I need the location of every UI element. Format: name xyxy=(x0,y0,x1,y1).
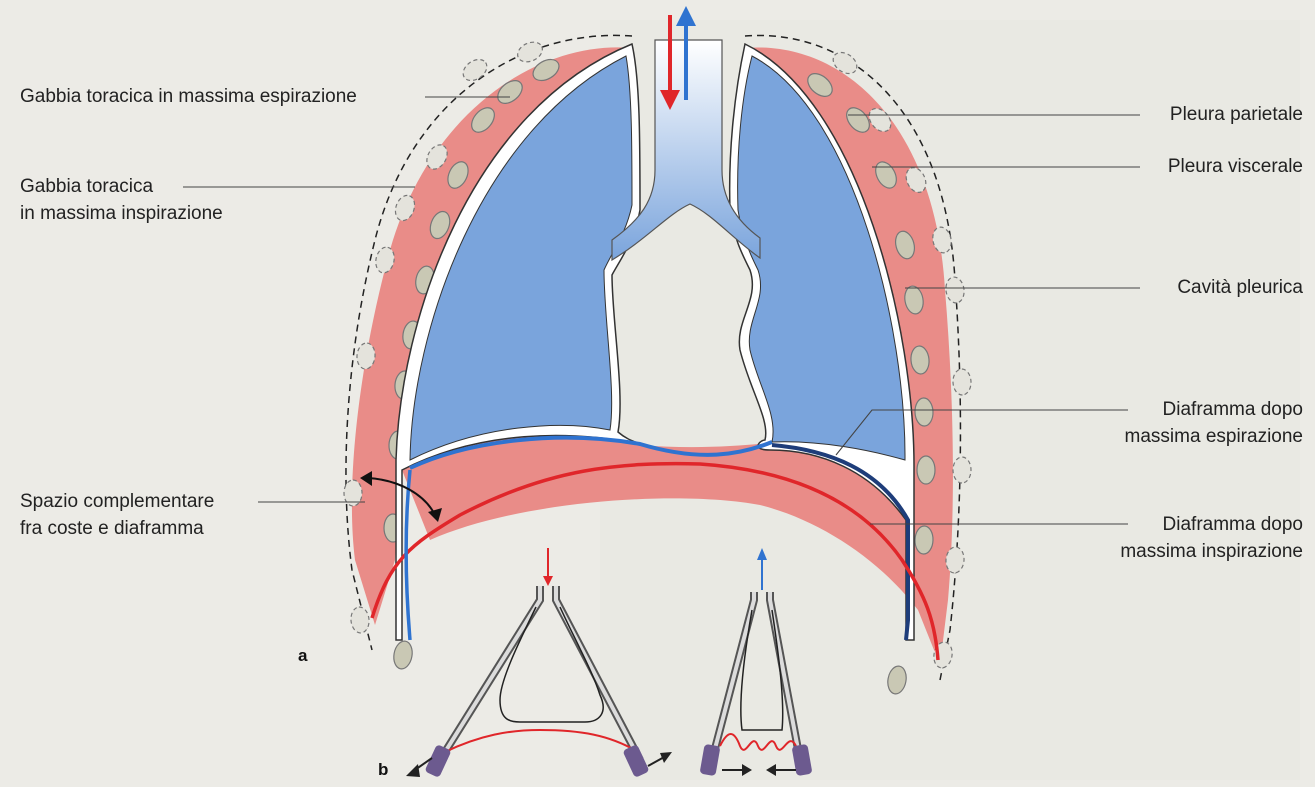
panel-label-a: a xyxy=(298,646,307,666)
label-recess-line2: fra coste e diaframma xyxy=(20,516,204,542)
label-visceral-pleura: Pleura viscerale xyxy=(1168,154,1303,180)
label-diaphragm-insp-line2: massima inspirazione xyxy=(1120,539,1303,565)
label-diaphragm-insp-line1: Diaframma dopo xyxy=(1163,512,1303,538)
label-cage-inspiration-line1: Gabbia toracica xyxy=(20,174,153,200)
label-parietal-pleura: Pleura parietale xyxy=(1170,102,1303,128)
label-diaphragm-exp-line1: Diaframma dopo xyxy=(1163,397,1303,423)
label-diaphragm-exp-line2: massima espirazione xyxy=(1125,424,1303,450)
label-recess-line1: Spazio complementare xyxy=(20,489,214,515)
expiration-line-left-lower xyxy=(406,470,410,640)
panel-label-b: b xyxy=(378,760,388,780)
label-cage-inspiration-line2: in massima inspirazione xyxy=(20,201,223,227)
label-pleural-cavity: Cavità pleurica xyxy=(1177,275,1303,301)
label-cage-expiration: Gabbia toracica in massima espirazione xyxy=(20,84,357,110)
